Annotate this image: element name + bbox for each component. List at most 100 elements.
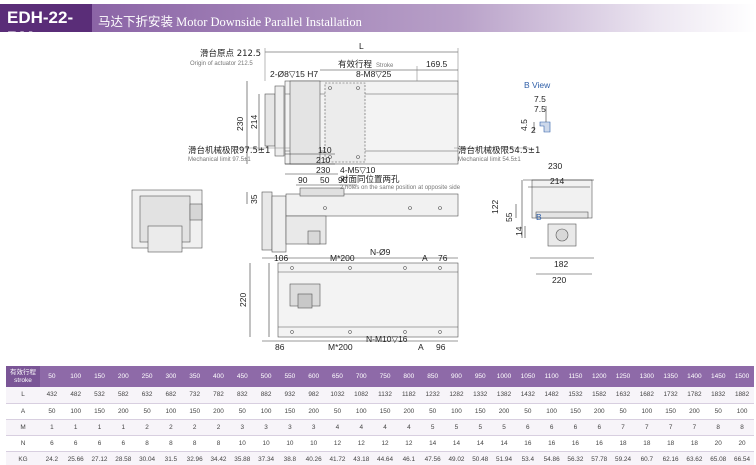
dim-m200-bottom: M*200	[328, 342, 353, 352]
dim-m200-top: M*200	[330, 253, 355, 263]
table-cell: 2	[135, 419, 159, 436]
table-cell: 32.96	[182, 451, 207, 465]
dim-90b: 90	[338, 175, 348, 185]
table-cell: 1532	[563, 387, 588, 404]
limit-left-en: Mechanical limit 97.5±1	[188, 157, 251, 163]
dim-96: 96	[436, 342, 446, 352]
stroke-header-cell: 500	[254, 366, 278, 387]
dim-220-v: 220	[238, 293, 248, 307]
stroke-header-cell: 400	[206, 366, 231, 387]
stroke-header-cell: 850	[420, 366, 445, 387]
stroke-header-cell: 750	[373, 366, 397, 387]
table-cell: 56.32	[563, 451, 588, 465]
dim-2: 2	[531, 125, 536, 135]
table-cell: 10	[230, 435, 255, 452]
table-cell: 41.72	[325, 451, 350, 465]
table-cell: 432	[40, 387, 64, 404]
table-cell: 932	[277, 387, 302, 404]
table-cell: 66.54	[730, 451, 754, 465]
table-cell: 1382	[492, 387, 516, 404]
table-cell: 1	[87, 419, 112, 436]
table-cell: 1032	[325, 387, 350, 404]
table-cell: 50	[515, 403, 540, 420]
dim-90a: 90	[298, 175, 308, 185]
table-cell: 28.58	[111, 451, 136, 465]
table-cell: 18	[634, 435, 659, 452]
table-cell: 50	[325, 403, 350, 420]
stroke-header-cell: 100	[63, 366, 88, 387]
stroke-header-cell: 1050	[515, 366, 540, 387]
table-cell: 3	[301, 419, 326, 436]
table-cell: 18	[658, 435, 683, 452]
table-cell: 65.08	[706, 451, 731, 465]
table-cell: 44.64	[373, 451, 397, 465]
stroke-header-cell: 250	[135, 366, 159, 387]
table-cell: 8	[182, 435, 207, 452]
row-label: N	[6, 435, 40, 452]
table-cell: 532	[87, 387, 112, 404]
dim-230-v: 230	[235, 117, 245, 131]
table-cell: 150	[87, 403, 112, 420]
limit-left-cn: 滑台机械极限97.5±1	[188, 145, 270, 156]
stroke-header-cell: 950	[468, 366, 493, 387]
table-cell: 150	[658, 403, 683, 420]
table-cell: 200	[492, 403, 516, 420]
dim-110: 110	[318, 145, 332, 155]
table-cell: 1232	[420, 387, 445, 404]
table-cell: 63.62	[682, 451, 707, 465]
table-cell: 982	[301, 387, 326, 404]
table-cell: 2	[206, 419, 231, 436]
table-cell: 1832	[706, 387, 731, 404]
end-dim-122: 122	[490, 200, 500, 214]
table-cell: 1132	[373, 387, 397, 404]
row-label: KG	[6, 451, 40, 465]
stroke-header-cell: 1300	[634, 366, 659, 387]
table-cell: 200	[301, 403, 326, 420]
end-dim-230: 230	[548, 161, 562, 171]
bottom-view	[249, 257, 459, 342]
table-cell: 62.16	[658, 451, 683, 465]
table-cell: 10	[301, 435, 326, 452]
stroke-header-cell: 800	[396, 366, 421, 387]
stroke-header-cell: 1250	[611, 366, 635, 387]
table-cell: 50.48	[468, 451, 493, 465]
table-cell: 5	[468, 419, 493, 436]
table-cell: 4	[325, 419, 350, 436]
stroke-label-cn: 有效行程	[338, 59, 373, 70]
side-hole-label: 4-M5▽10	[340, 165, 376, 175]
stroke-header-cell: 900	[444, 366, 469, 387]
table-cell: 14	[468, 435, 493, 452]
b-view-title: B View	[524, 80, 551, 90]
stroke-header-cell: 1500	[730, 366, 754, 387]
table-cell: 100	[349, 403, 374, 420]
stroke-header-cell: 1000	[492, 366, 516, 387]
table-cell: 50	[40, 403, 64, 420]
side-hole-en: 2 holes on the same position at opposite…	[340, 185, 461, 191]
hole-spec-2: 8-M8▽25	[356, 69, 392, 79]
hole-spec-1: 2-Ø8▽15 H7	[270, 69, 318, 79]
motor-end-view	[131, 189, 203, 253]
row-label: L	[6, 387, 40, 404]
table-cell: 54.86	[539, 451, 564, 465]
table-cell: 59.24	[611, 451, 635, 465]
stroke-header-cell: 550	[277, 366, 302, 387]
table-cell: 50	[420, 403, 445, 420]
table-cell: 150	[373, 403, 397, 420]
stroke-label-en: Stroke	[376, 63, 394, 69]
table-cell: 200	[682, 403, 707, 420]
table-cell: 1332	[468, 387, 493, 404]
table-cell: 47.56	[420, 451, 445, 465]
table-cell: 10	[254, 435, 278, 452]
stroke-header-cell: 600	[301, 366, 326, 387]
table-cell: 2	[182, 419, 207, 436]
dim-106: 106	[274, 253, 288, 263]
stroke-header-cn: 有效行程	[10, 368, 36, 376]
end-dim-182: 182	[554, 259, 568, 269]
table-cell: 16	[515, 435, 540, 452]
table-cell: 6	[40, 435, 64, 452]
table-cell: 7	[634, 419, 659, 436]
subtitle-bar: 马达下折安装 Motor Downside Parallel Installat…	[92, 4, 756, 32]
table-cell: 732	[182, 387, 207, 404]
